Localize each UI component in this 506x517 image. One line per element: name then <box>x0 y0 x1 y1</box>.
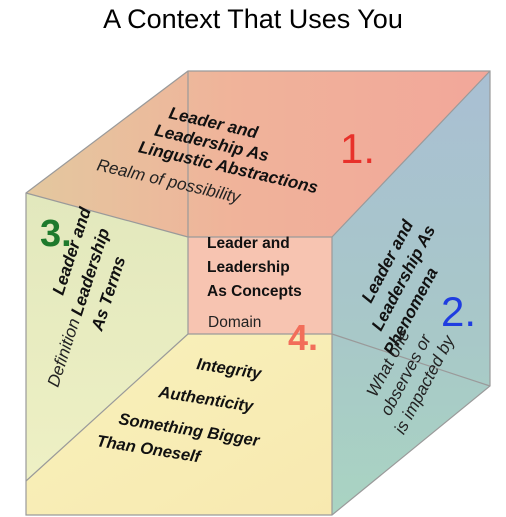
cube-edges <box>25 70 491 516</box>
back-face-heading: Leader and Leadership As Concepts <box>207 235 302 300</box>
left-face <box>26 193 188 481</box>
top-face <box>26 71 490 237</box>
number-2: 2. <box>441 288 476 335</box>
bottom-face <box>26 334 332 515</box>
diagram-title: A Context That Uses You <box>103 4 403 34</box>
right-face <box>332 71 490 515</box>
back-face-subtext: Domain <box>208 314 261 331</box>
number-1: 1. <box>340 125 375 172</box>
back-face-heading-line: Leader and <box>207 235 290 252</box>
back-face <box>188 237 332 334</box>
back-face-heading-line: As Concepts <box>207 283 302 300</box>
back-face-heading-line: Leadership <box>207 259 290 276</box>
left-face-heading: Leader and Leadership As Terms <box>49 205 130 334</box>
number-3: 3. <box>40 213 72 255</box>
number-4: 4. <box>288 317 318 358</box>
